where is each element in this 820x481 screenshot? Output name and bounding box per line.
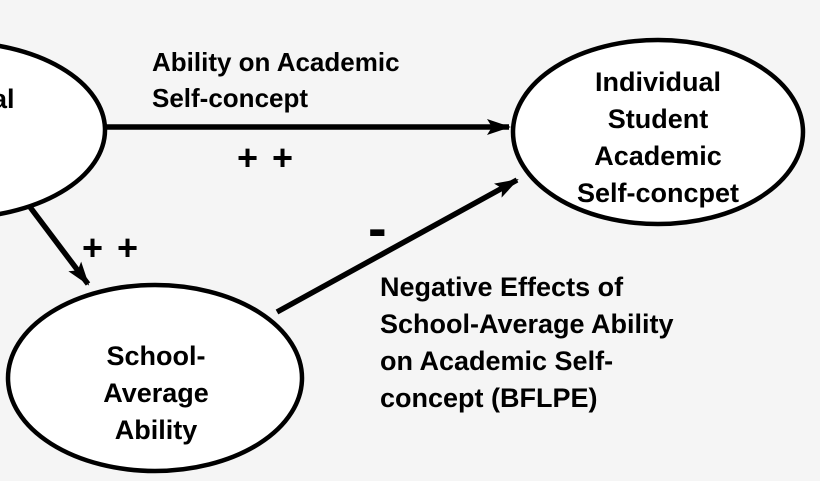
- left-partial-node-ellipse: [0, 43, 108, 217]
- label-line: Ability: [114, 415, 198, 445]
- bflpe-arrow: [275, 177, 519, 315]
- individual-node-label: Individual Student Academic Self-concpet: [513, 64, 803, 212]
- label-line: Student: [607, 104, 709, 134]
- label-line: Negative Effects of: [380, 272, 624, 302]
- label-line: Individual: [594, 67, 721, 97]
- bflpe-label: Negative Effects of School-Average Abili…: [380, 269, 674, 417]
- left-node-fragment: al: [0, 84, 15, 114]
- label-line: Ability on Academic: [152, 47, 400, 77]
- label-line: concept (BFLPE): [380, 383, 598, 413]
- ability-arrow-sign: + +: [237, 137, 296, 178]
- label-line: Academic: [594, 141, 722, 171]
- label-line: on Academic Self-: [380, 346, 614, 376]
- label-line: Average: [103, 378, 209, 408]
- label-line: School-Average Ability: [380, 309, 674, 339]
- school-average-ability-node-ellipse: [5, 282, 305, 474]
- school-arrow-sign: + +: [82, 227, 141, 268]
- label-line: Self-concept: [152, 83, 309, 113]
- ability-arrow-label: Ability on Academic Self-concept: [152, 44, 400, 116]
- individual-asc-node-ellipse: [510, 37, 806, 227]
- school-ability-arrow: [27, 205, 91, 286]
- label-line: School-: [106, 341, 206, 371]
- bflpe-sign: -: [368, 196, 387, 259]
- label-line: Self-concpet: [576, 178, 740, 208]
- school-node-label: School- Average Ability: [10, 338, 302, 449]
